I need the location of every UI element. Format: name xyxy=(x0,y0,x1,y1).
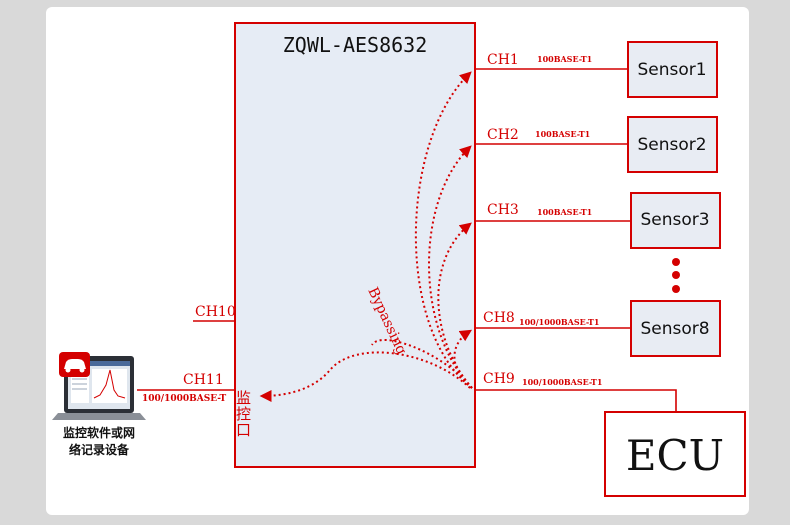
ch1-speed: 100BASE-T1 xyxy=(537,54,592,64)
ch8-label: CH8 xyxy=(483,310,515,326)
sensor-2: Sensor2 xyxy=(627,116,718,173)
sensor-2-label: Sensor2 xyxy=(637,135,706,155)
ch11-label: CH11 xyxy=(183,372,224,388)
ch3-label: CH3 xyxy=(487,202,519,218)
monitor-port-label: 监控口 xyxy=(234,390,252,438)
ch2-speed: 100BASE-T1 xyxy=(535,129,590,139)
sensor-3: Sensor3 xyxy=(630,192,721,249)
sensor-1: Sensor1 xyxy=(627,41,718,98)
ch10-label: CH10 xyxy=(195,304,236,320)
ch2-label: CH2 xyxy=(487,127,519,143)
car-badge-icon xyxy=(59,352,90,377)
sensor-8-label: Sensor8 xyxy=(640,319,709,339)
ecu-label: ECU xyxy=(626,431,724,480)
sensor-1-label: Sensor1 xyxy=(637,60,706,80)
ellipsis-dots xyxy=(672,258,680,293)
ecu-box: ECU xyxy=(604,411,746,497)
sensor-8: Sensor8 xyxy=(630,300,721,357)
ch9-label: CH9 xyxy=(483,371,515,387)
device-box xyxy=(234,22,476,468)
laptop-caption-line1: 监控软件或网 xyxy=(63,425,135,440)
device-name: ZQWL-AES8632 xyxy=(283,33,428,57)
bypass-paths xyxy=(259,71,473,402)
channel-links xyxy=(475,68,677,412)
ch9-speed: 100/1000BASE-T1 xyxy=(522,377,602,387)
ch3-speed: 100BASE-T1 xyxy=(537,207,592,217)
ch11-speed: 100/1000BASE-T xyxy=(142,394,226,404)
sensor-3-label: Sensor3 xyxy=(640,210,709,230)
laptop-caption-line2: 络记录设备 xyxy=(69,442,130,457)
ch1-label: CH1 xyxy=(487,52,519,68)
ch8-speed: 100/1000BASE-T1 xyxy=(519,317,599,327)
